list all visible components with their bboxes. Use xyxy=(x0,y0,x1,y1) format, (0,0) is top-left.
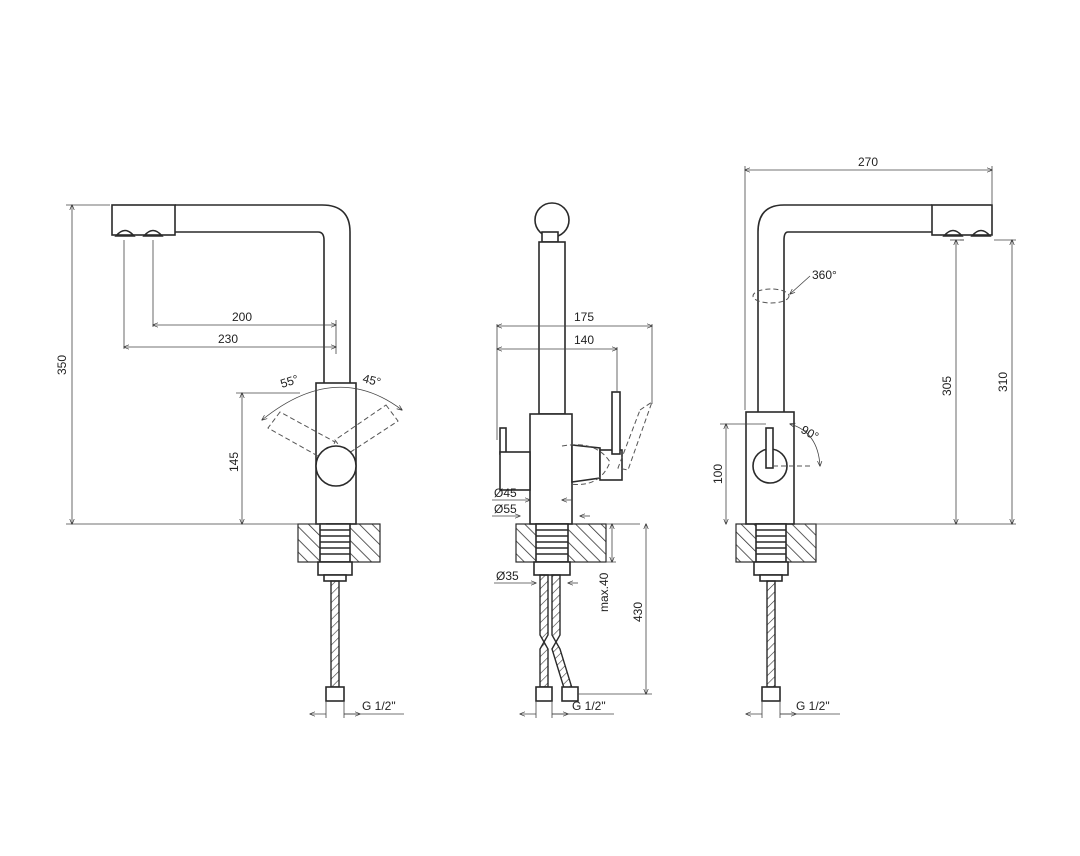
front-dim-height: 350 xyxy=(55,355,69,375)
rear-aerator-left xyxy=(942,229,964,237)
front-lever-hub xyxy=(315,445,357,487)
rear-dim-body-height: 100 xyxy=(711,464,725,484)
side-max-thickness: max.40 xyxy=(597,572,611,612)
rear-rotation-ellipse xyxy=(752,288,790,304)
side-dim-width-outer: 175 xyxy=(574,310,594,324)
side-hose-left xyxy=(539,574,549,688)
rear-dim-height-inner: 305 xyxy=(940,376,954,396)
side-lever-arm xyxy=(611,391,621,455)
front-dim-reach-inner: 200 xyxy=(232,310,252,324)
front-spout-head xyxy=(111,204,176,236)
side-fitting-left xyxy=(535,686,553,702)
side-body xyxy=(529,413,573,525)
rear-dim-width: 270 xyxy=(858,155,878,169)
front-nut xyxy=(317,561,353,576)
side-dim-hose: 430 xyxy=(631,602,645,622)
front-aerator-left xyxy=(114,229,136,237)
side-dia-shank: Ø35 xyxy=(496,569,519,583)
rear-spout-head xyxy=(931,204,993,236)
front-dim-lever-height: 145 xyxy=(227,452,241,472)
front-dim-reach-outer: 230 xyxy=(218,332,238,346)
front-hose xyxy=(330,580,340,688)
rear-lever xyxy=(765,427,774,469)
rear-hose xyxy=(766,580,776,688)
rear-view: 360° 90° 270 305 310 100 G 1/2" xyxy=(711,155,1016,718)
rear-hose-fitting xyxy=(761,686,781,702)
side-view: 175 140 Ø45 Ø55 Ø35 max.40 430 G 1/2" xyxy=(492,202,653,718)
side-lever-cap xyxy=(571,444,601,483)
side-dia-body: Ø45 xyxy=(494,486,517,500)
side-thread-label: G 1/2" xyxy=(572,699,606,713)
rear-spout xyxy=(757,204,932,412)
rear-aerator-right xyxy=(970,229,992,237)
side-hose-right xyxy=(551,574,573,689)
front-angle-right-label: 45° xyxy=(361,371,382,389)
side-spout-tube xyxy=(538,241,566,415)
front-angle-arc xyxy=(262,386,402,420)
front-thread-label: G 1/2" xyxy=(362,699,396,713)
rear-angle-label: 90° xyxy=(799,422,822,443)
front-angle-left-label: 55° xyxy=(279,372,301,391)
side-dim-width-inner: 140 xyxy=(574,333,594,347)
rear-nut xyxy=(753,561,789,576)
front-spout xyxy=(175,204,351,383)
rear-rotation-label: 360° xyxy=(812,268,837,282)
front-hose-fitting xyxy=(325,686,345,702)
side-nut xyxy=(533,561,571,576)
rear-thread-label: G 1/2" xyxy=(796,699,830,713)
front-aerator-right xyxy=(142,229,164,237)
side-dia-base: Ø55 xyxy=(494,502,517,516)
rear-dim-height-outer: 310 xyxy=(996,372,1010,392)
side-handle-left xyxy=(499,427,507,455)
front-view: 55° 45° 350 200 230 145 G 1/2" xyxy=(55,204,404,718)
side-lever-ghost xyxy=(617,400,653,471)
